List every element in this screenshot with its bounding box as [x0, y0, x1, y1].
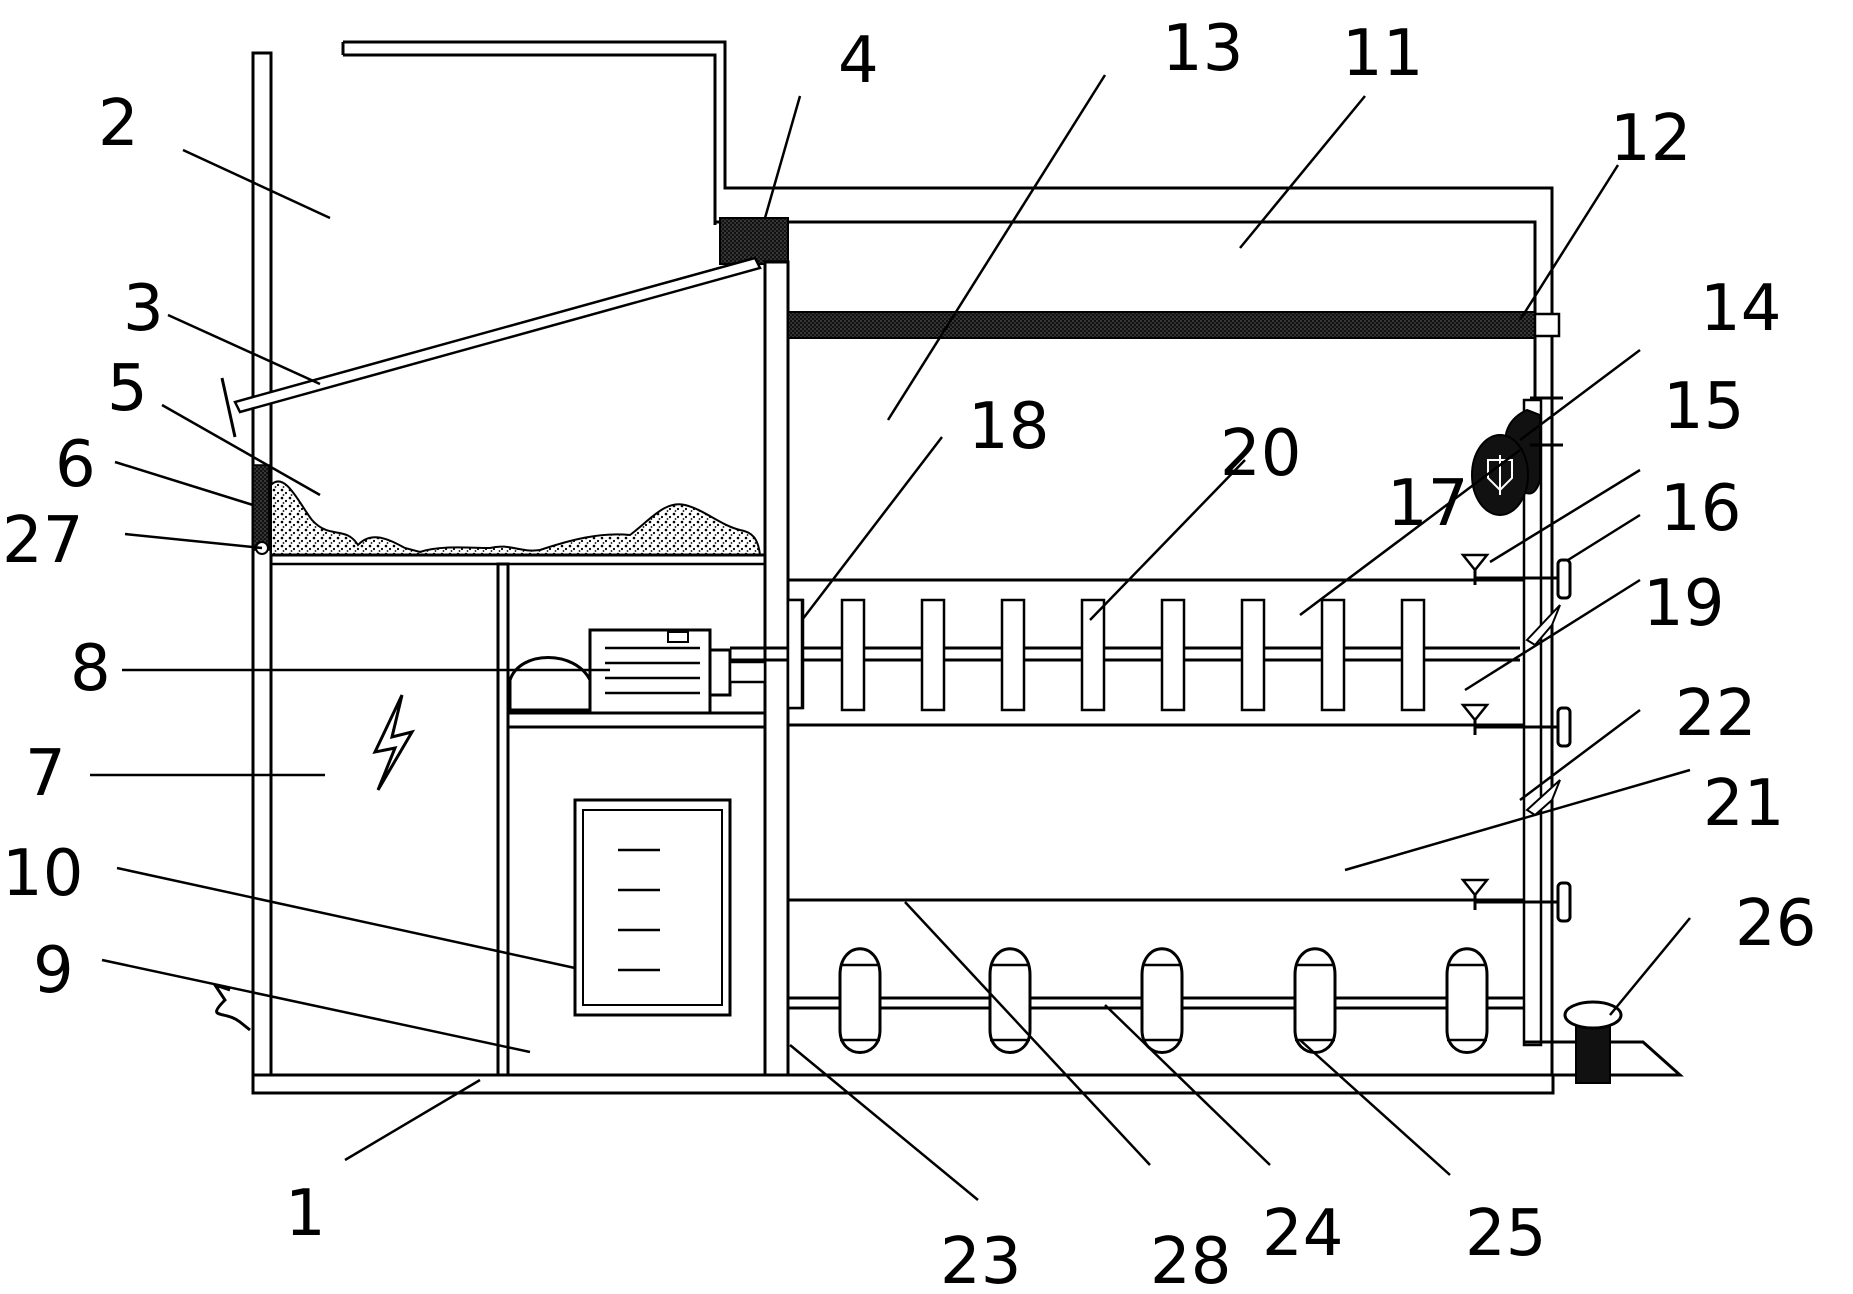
inclined-plate-3 [220, 256, 762, 438]
material-heap-5 [270, 480, 762, 556]
label-24: 24 [1262, 1197, 1343, 1271]
label-7: 7 [25, 737, 66, 811]
label-3: 3 [123, 272, 164, 346]
label-4: 4 [838, 24, 879, 98]
nozzle-22 [1525, 779, 1561, 817]
label-5: 5 [107, 352, 148, 426]
drain-pipe [1522, 398, 1543, 1047]
bracket-18 [786, 598, 804, 710]
label-15: 15 [1663, 370, 1744, 444]
label-19: 19 [1643, 567, 1724, 641]
motor-8 [508, 628, 767, 715]
side-valves [1460, 553, 1572, 923]
label-11: 11 [1342, 17, 1423, 91]
motor-shelf [506, 711, 767, 729]
lightning-bolt-icon [372, 694, 416, 791]
hopper-top-edge [343, 40, 736, 190]
fan-14 [1471, 396, 1563, 516]
inner-partition [496, 562, 510, 1077]
label-28: 28 [1150, 1225, 1231, 1294]
leader-lines [90, 74, 1691, 1201]
stirring-shaft-20 [730, 598, 1520, 712]
label-12: 12 [1610, 102, 1691, 176]
housing [251, 40, 1555, 1095]
label-1: 1 [285, 1177, 326, 1251]
drain-hook [211, 982, 251, 1032]
outlet-pipe [1552, 1040, 1684, 1077]
left-wall [251, 51, 273, 1095]
label-6: 6 [55, 428, 96, 502]
label-17: 17 [1387, 467, 1468, 541]
label-25: 25 [1465, 1197, 1546, 1271]
central-partition [763, 260, 790, 1077]
number-labels: 2 3 4 5 6 27 8 7 10 9 1 13 11 12 14 15 1… [2, 12, 1816, 1294]
bottom-shaft-24 [788, 947, 1524, 1054]
label-2: 2 [98, 87, 139, 161]
nozzle-19 [1525, 604, 1561, 647]
label-10: 10 [2, 837, 83, 911]
base-plate [251, 1073, 1555, 1095]
label-9: 9 [33, 934, 74, 1008]
label-22: 22 [1675, 677, 1756, 751]
label-18: 18 [968, 390, 1049, 464]
label-8: 8 [70, 632, 111, 706]
label-21: 21 [1703, 767, 1784, 841]
label-13: 13 [1162, 12, 1243, 86]
label-23: 23 [940, 1225, 1021, 1294]
label-14: 14 [1700, 272, 1781, 346]
valve-26-cap [1563, 1000, 1623, 1030]
separator-block-4 [719, 217, 789, 265]
control-box-10 [573, 798, 732, 1017]
label-26: 26 [1735, 887, 1816, 961]
filter-bar-12 [787, 311, 1536, 339]
strip-6 [252, 464, 270, 551]
label-20: 20 [1220, 417, 1301, 491]
label-27: 27 [2, 504, 83, 578]
label-16: 16 [1660, 472, 1741, 546]
